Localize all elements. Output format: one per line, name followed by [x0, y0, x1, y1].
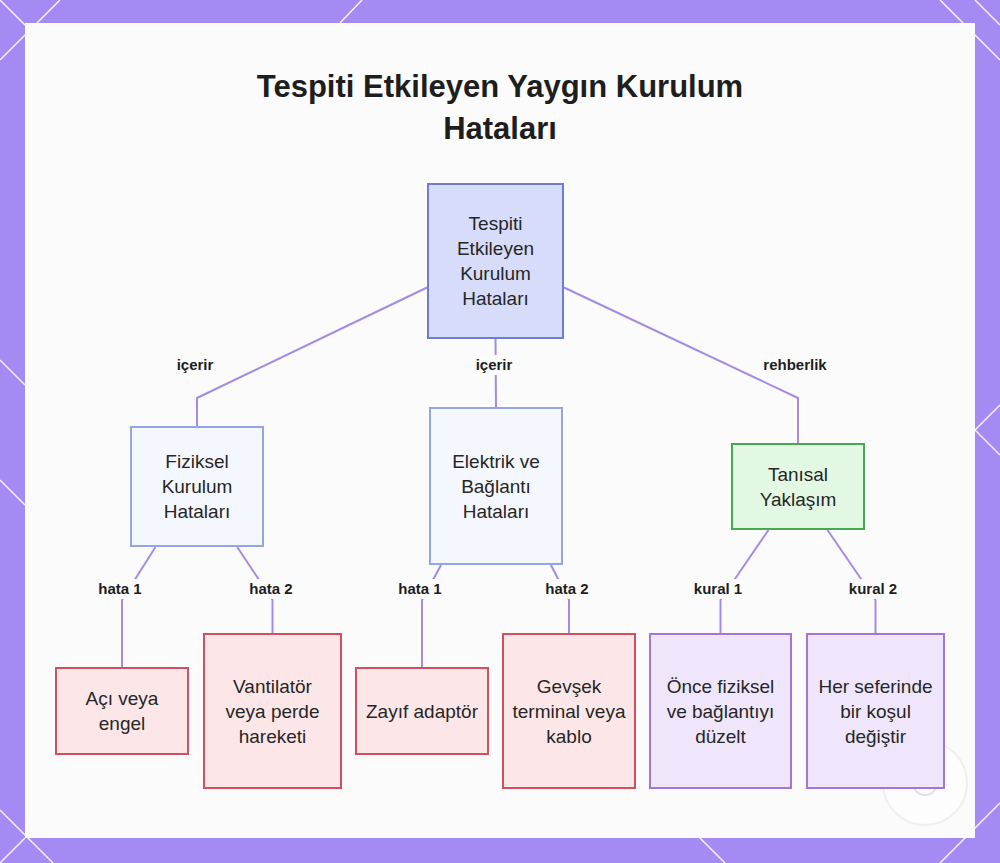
edge-label: hata 2 [542, 579, 591, 599]
edge-label: hata 1 [395, 579, 444, 599]
edge-label: içerir [174, 355, 217, 375]
category-box: Fiziksel Kurulum Hataları [130, 426, 264, 547]
connector-line [197, 288, 427, 426]
node-text-group: Elektrik ve Bağlantı Hataları [439, 449, 553, 524]
node-text-group: Vantilatör veya perde hareketi [213, 674, 332, 749]
node-text: Her seferinde bir koşul değiştir [816, 674, 935, 749]
edge-label: içerir [473, 355, 516, 375]
edge-label: hata 1 [95, 579, 144, 599]
node-text-group: Önce fiziksel ve bağlantıyı düzelt [659, 674, 782, 749]
error-box: Vantilatör veya perde hareketi [203, 633, 342, 789]
root-box: Tespiti Etkileyen Kurulum Hataları [427, 183, 564, 339]
node-text: Önce fiziksel ve bağlantıyı düzelt [659, 674, 782, 749]
category-box: Elektrik ve Bağlantı Hataları [429, 407, 563, 565]
diagram-title: Tespiti Etkileyen Yaygın Kurulum Hatalar… [200, 66, 800, 150]
rule-box: Önce fiziksel ve bağlantıyı düzelt [649, 633, 792, 789]
node-text: Tanısal Yaklaşım [741, 462, 855, 512]
approach-box: Tanısal Yaklaşım [731, 443, 865, 530]
edge-label: kural 2 [846, 579, 900, 599]
node-text-group: Zayıf adaptör [366, 699, 478, 724]
edge-label: rehberlik [760, 355, 829, 375]
node-text: Açı veya engel [65, 686, 179, 736]
rule-box: Her seferinde bir koşul değiştir [806, 633, 945, 789]
node-text-group: Her seferinde bir koşul değiştir [816, 674, 935, 749]
node-text-group: Tanısal Yaklaşım [741, 462, 855, 512]
error-box: Gevşek terminal veya kablo [502, 633, 636, 789]
node-text: Gevşek terminal veya kablo [512, 674, 626, 749]
node-text: Elektrik ve Bağlantı Hataları [439, 449, 553, 524]
connector-line [551, 565, 569, 633]
edge-label: hata 2 [246, 579, 295, 599]
node-text-group: Tespiti Etkileyen Kurulum Hataları [437, 211, 554, 311]
node-text: Tespiti Etkileyen Kurulum Hataları [437, 211, 554, 311]
error-box: Zayıf adaptör [355, 667, 489, 755]
node-text-group: Açı veya engel [65, 686, 179, 736]
edge-label: kural 1 [691, 579, 745, 599]
error-box: Açı veya engel [55, 667, 189, 755]
node-text: Fiziksel Kurulum Hataları [140, 449, 254, 524]
connector-line [122, 547, 155, 667]
node-text-group: Gevşek terminal veya kablo [512, 674, 626, 749]
node-text: Zayıf adaptör [366, 699, 478, 724]
node-text-group: Fiziksel Kurulum Hataları [140, 449, 254, 524]
node-text: Vantilatör veya perde hareketi [213, 674, 332, 749]
